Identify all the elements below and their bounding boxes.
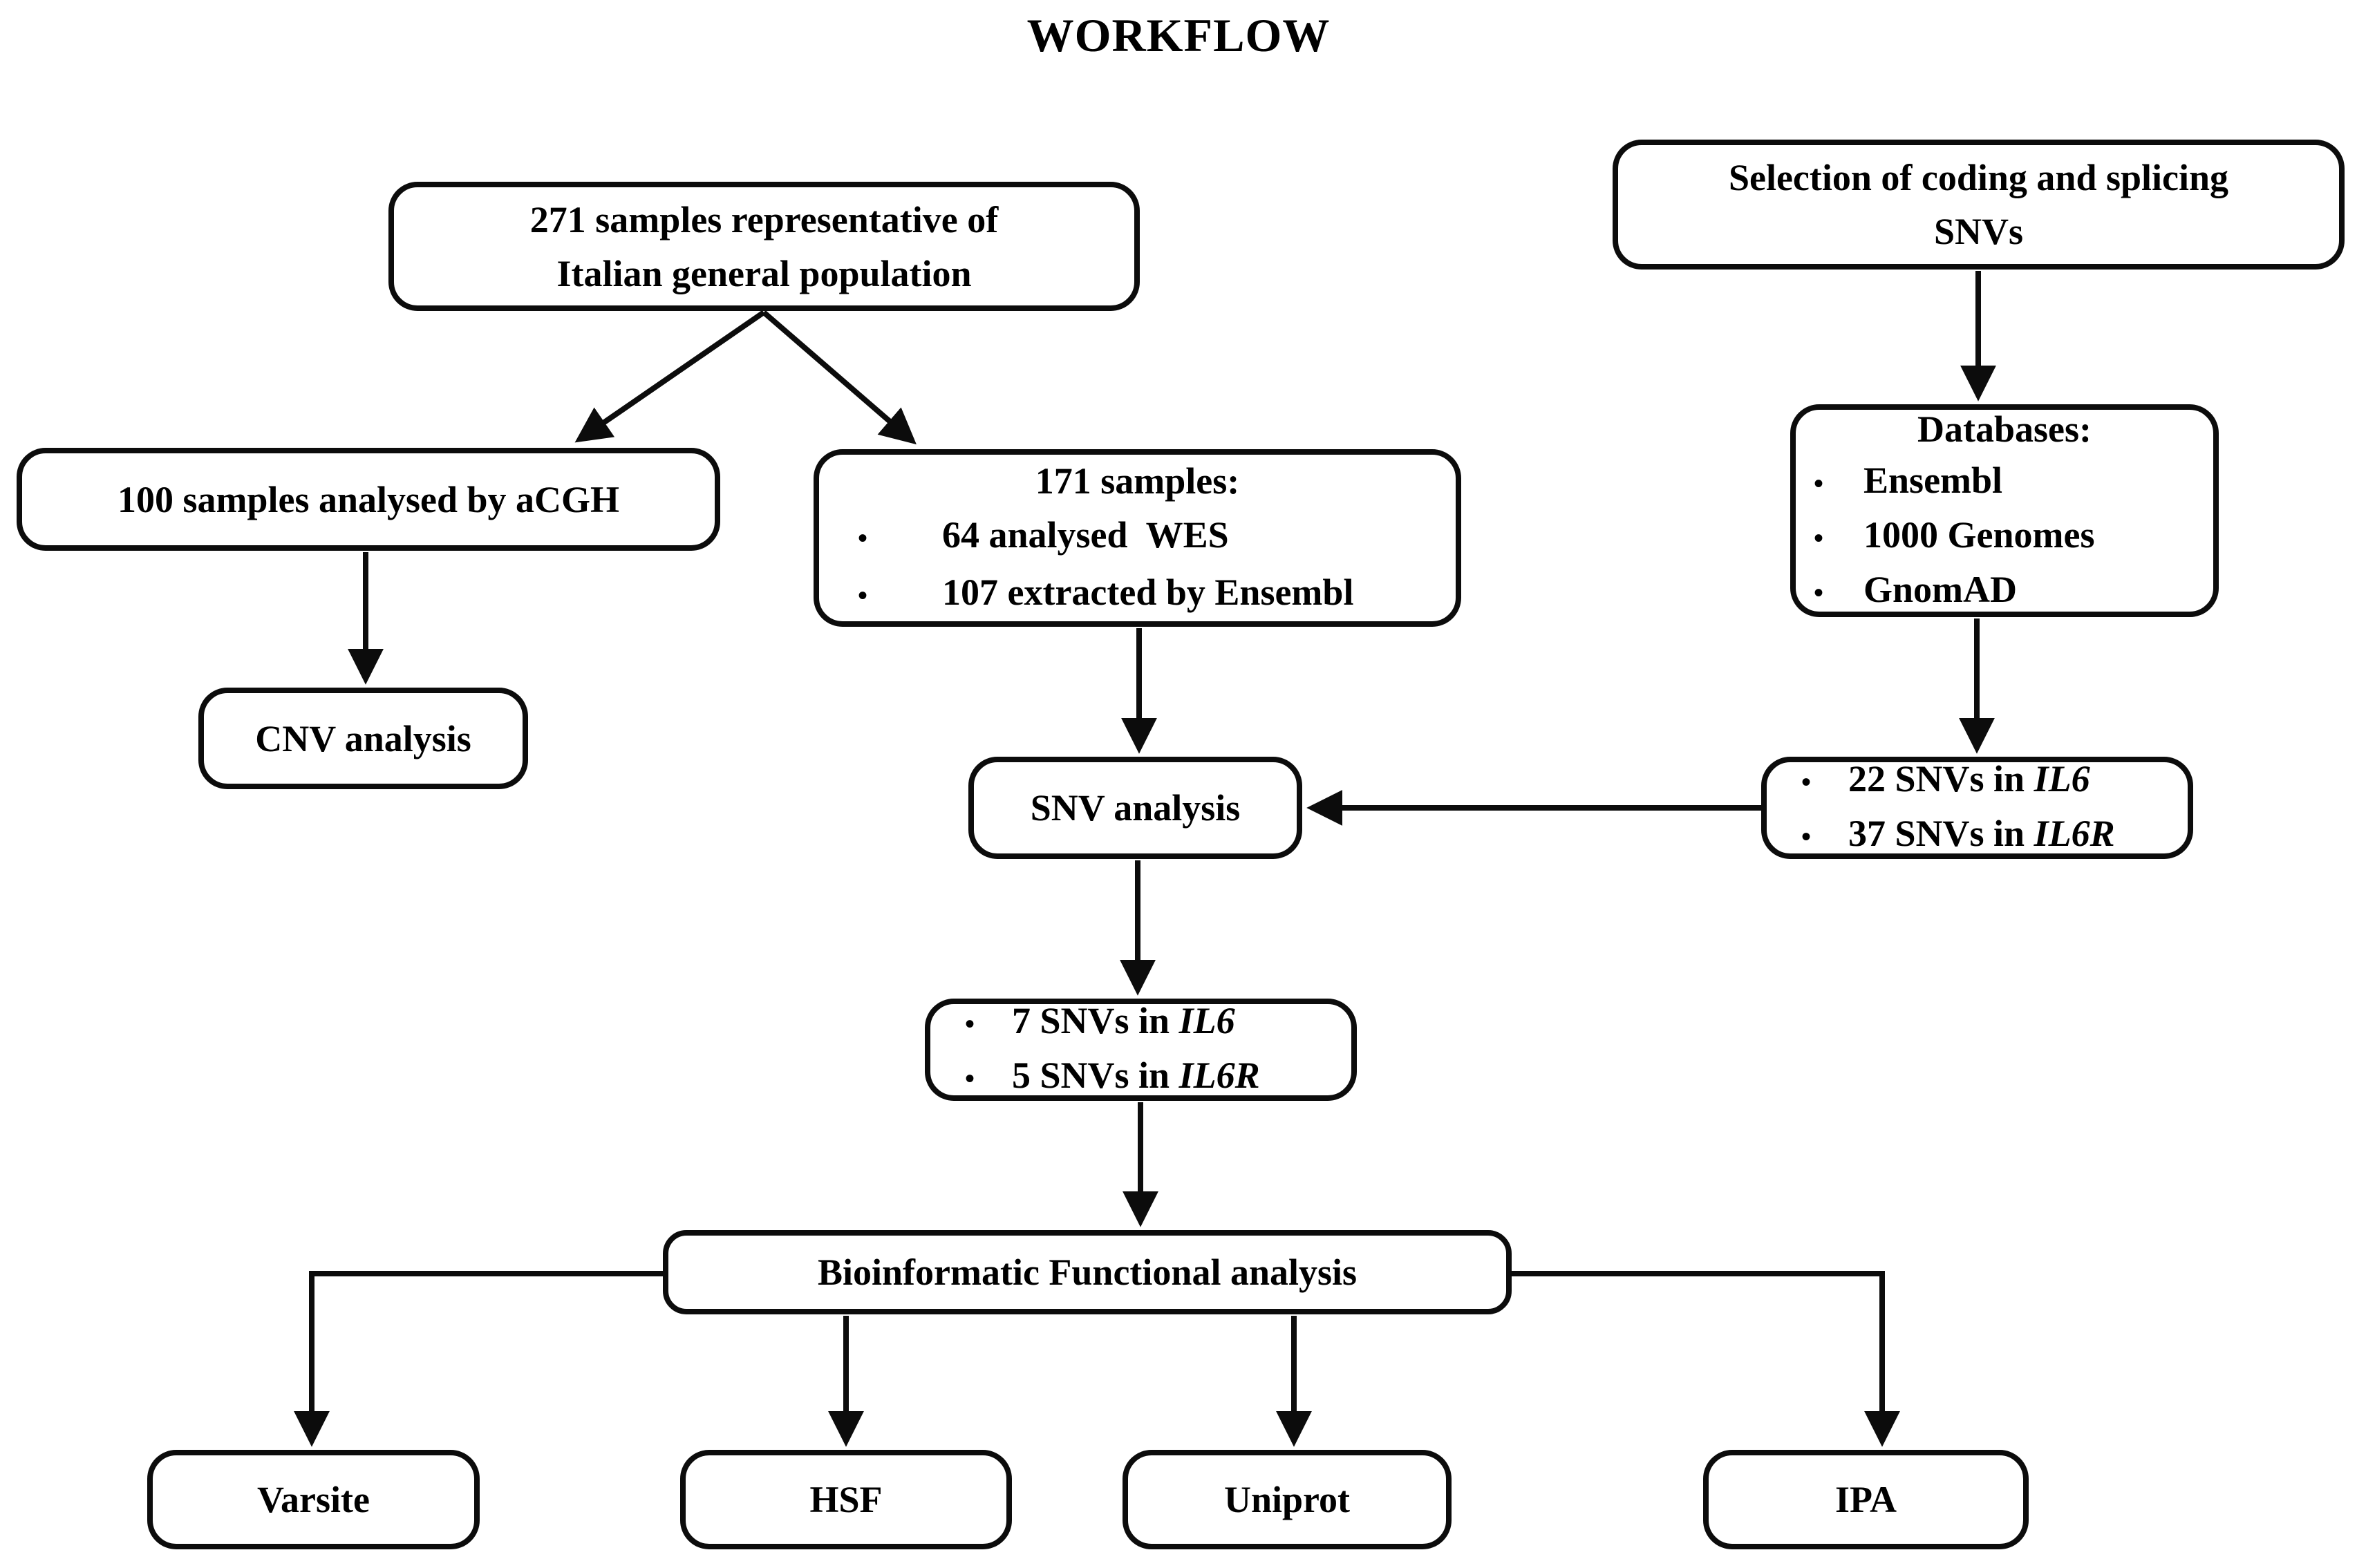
list-item-text: 5 SNVs in IL6R <box>1012 1050 1260 1101</box>
snv-count-text: 37 SNVs in <box>1848 813 2034 854</box>
box-databases: Databases: • Ensembl • 1000 Genomes • Gn… <box>1790 404 2219 617</box>
bullet-icon: • <box>1801 821 1812 852</box>
list-item: • 1000 Genomes <box>1796 509 2213 564</box>
box-hsf-label: HSF <box>809 1479 883 1520</box>
bullet-icon: • <box>1814 467 1824 499</box>
box-ipa: IPA <box>1703 1450 2029 1549</box>
box-databases-list: • Ensembl • 1000 Genomes • GnomAD <box>1796 455 2213 618</box>
box-snv-analysis: SNV analysis <box>968 757 1302 859</box>
box-100-samples-acgh: 100 samples analysed by aCGH <box>17 448 720 551</box>
list-item-text: 22 SNVs in IL6 <box>1848 753 2090 804</box>
box-171-samples-heading: 171 samples: <box>1035 460 1240 502</box>
box-varsite-label: Varsite <box>257 1479 370 1520</box>
box-selection-snvs-line2: SNVs <box>1933 211 2024 252</box>
box-7-5-snvs: • 7 SNVs in IL6 • 5 SNVs in IL6R <box>925 999 1357 1101</box>
box-selection-snvs: Selection of coding and splicing SNVs <box>1613 140 2345 270</box>
box-271-samples: 271 samples representative of Italian ge… <box>388 182 1140 311</box>
box-selection-snvs-line1: Selection of coding and splicing <box>1728 157 2229 198</box>
list-item-text: 7 SNVs in IL6 <box>1012 995 1235 1046</box>
list-item-text: GnomAD <box>1863 568 2018 610</box>
bullet-icon: • <box>858 522 868 554</box>
bullet-icon: • <box>1814 576 1824 608</box>
box-cnv-analysis-label: CNV analysis <box>255 717 471 759</box>
box-snv-analysis-label: SNV analysis <box>1030 787 1241 829</box>
list-item-text: 37 SNVs in IL6R <box>1848 808 2115 859</box>
box-ipa-label: IPA <box>1835 1479 1897 1520</box>
list-item: • 64 analysed WES <box>819 508 1456 565</box>
snv-count-text: 5 SNVs in <box>1012 1055 1179 1096</box>
list-item: • GnomAD <box>1796 564 2213 618</box>
bullet-icon: • <box>1801 766 1812 797</box>
box-100-samples-acgh-label: 100 samples analysed by aCGH <box>117 478 620 520</box>
box-databases-heading: Databases: <box>1917 408 2092 450</box>
bullet-icon: • <box>1814 522 1824 554</box>
gene-name: IL6 <box>2034 758 2090 800</box>
list-item: • 37 SNVs in IL6R <box>1767 808 2188 862</box>
box-271-samples-line2: Italian general population <box>556 252 972 294</box>
box-varsite: Varsite <box>147 1450 480 1549</box>
list-item: • 5 SNVs in IL6R <box>930 1050 1351 1104</box>
box-uniprot: Uniprot <box>1123 1450 1452 1549</box>
box-hsf: HSF <box>680 1450 1012 1549</box>
gene-name: IL6R <box>2034 813 2115 854</box>
bullet-icon: • <box>965 1008 975 1039</box>
box-cnv-analysis: CNV analysis <box>198 688 528 789</box>
box-22-37-snvs-list: • 22 SNVs in IL6 • 37 SNVs in IL6R <box>1767 753 2188 862</box>
snv-count-text: 22 SNVs in <box>1848 758 2034 800</box>
box-171-samples: 171 samples: • 64 analysed WES • 107 ext… <box>814 449 1461 627</box>
gene-name: IL6R <box>1178 1055 1260 1096</box>
list-item-text: Ensembl <box>1863 459 2003 501</box>
snv-count-text: 7 SNVs in <box>1012 1000 1179 1041</box>
box-22-37-snvs: • 22 SNVs in IL6 • 37 SNVs in IL6R <box>1761 757 2193 859</box>
gene-name: IL6 <box>1178 1000 1235 1041</box>
bullet-icon: • <box>965 1063 975 1094</box>
box-7-5-snvs-list: • 7 SNVs in IL6 • 5 SNVs in IL6R <box>930 995 1351 1104</box>
bullet-icon: • <box>858 579 868 611</box>
box-271-samples-line1: 271 samples representative of <box>529 198 999 240</box>
list-item-text: 64 analysed WES <box>942 513 1229 556</box>
list-item: • Ensembl <box>1796 455 2213 509</box>
list-item: • 22 SNVs in IL6 <box>1767 753 2188 808</box>
list-item-text: 1000 Genomes <box>1863 513 2095 556</box>
diagram-title: WORKFLOW <box>1026 9 1331 62</box>
box-uniprot-label: Uniprot <box>1223 1479 1351 1520</box>
box-bioinformatic-analysis: Bioinformatic Functional analysis <box>663 1230 1512 1314</box>
list-item: • 7 SNVs in IL6 <box>930 995 1351 1050</box>
box-171-samples-list: • 64 analysed WES • 107 extracted by Ens… <box>819 508 1456 623</box>
box-bioinformatic-analysis-label: Bioinformatic Functional analysis <box>817 1251 1358 1293</box>
list-item-text: 107 extracted by Ensembl <box>942 571 1354 613</box>
list-item: • 107 extracted by Ensembl <box>819 565 1456 623</box>
